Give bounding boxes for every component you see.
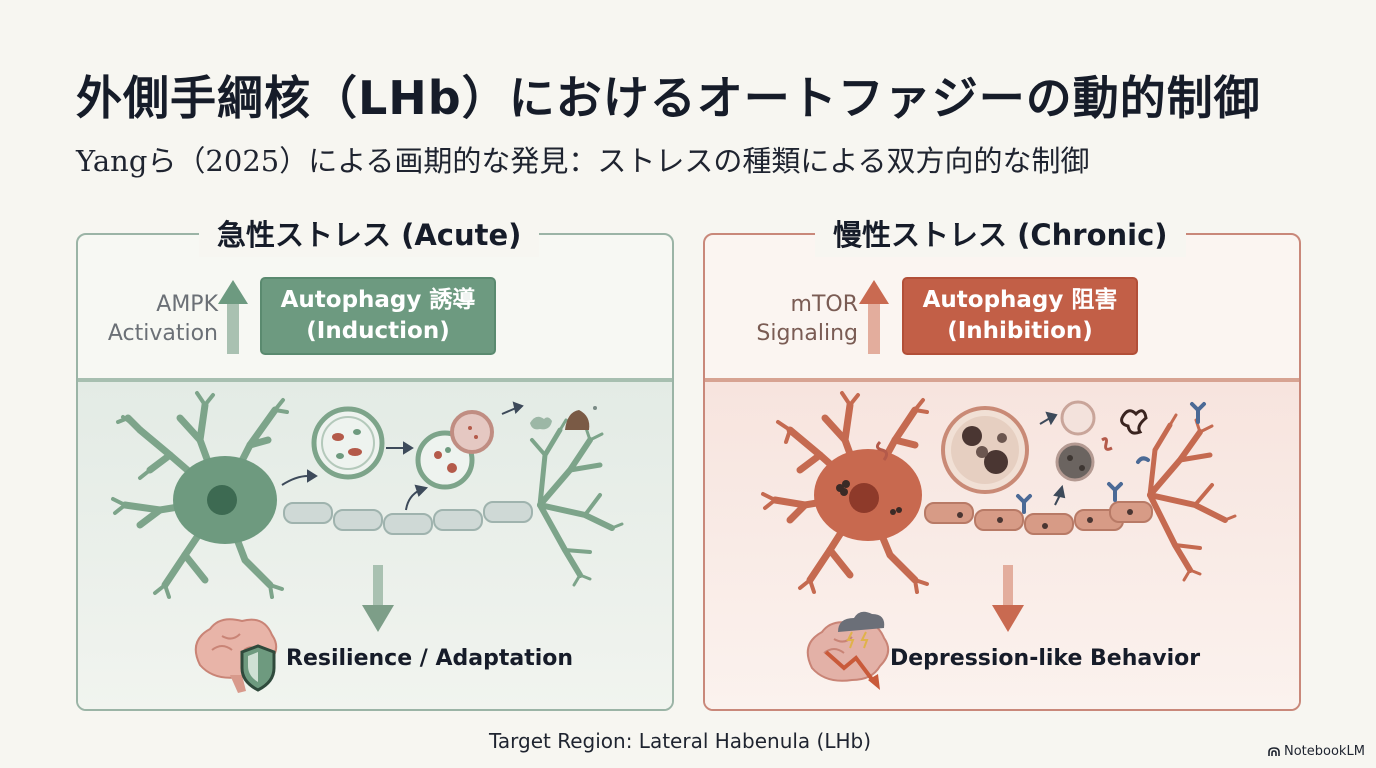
mtor-label-line1: mTOR (790, 292, 858, 317)
acute-up-arrow-icon (218, 280, 248, 354)
autophagosome-icon (311, 406, 385, 480)
misfolded-protein-icon (1120, 409, 1148, 435)
acute-axon-icon (283, 501, 533, 535)
autophagy-induction-box: Autophagy 誘導 (Induction) (260, 277, 496, 355)
autolysosome-icon (415, 410, 494, 490)
chronic-vesicles-icon (1055, 400, 1096, 482)
misfolded-strands-icon (875, 437, 1113, 461)
notebooklm-logo-icon (1268, 746, 1280, 756)
protein-aggregate-icon (836, 480, 902, 515)
brand-mark: NotebookLM (1268, 744, 1365, 759)
chronic-axon-icon (924, 501, 1153, 535)
mtor-label: mTOR Signaling (740, 290, 858, 348)
acute-heading: 急性ストレス (Acute) (199, 213, 540, 257)
receptor-icons (1016, 402, 1206, 514)
acute-down-arrow-icon (362, 565, 394, 632)
degraded-debris-icon (530, 406, 597, 430)
ampk-label-line2: Activation (107, 321, 218, 346)
chronic-nucleus-icon (849, 483, 879, 513)
chronic-down-arrow-icon (992, 565, 1024, 632)
acute-neuron-icon (111, 391, 624, 599)
ampk-label: AMPK Activation (96, 290, 218, 348)
acute-panel (76, 233, 674, 711)
acute-pathway-arrows (281, 401, 524, 511)
acute-nucleus-icon (207, 485, 237, 515)
inhibition-line2: (Inhibition) (947, 318, 1093, 344)
chronic-outcome: Depression-like Behavior (890, 646, 1201, 671)
inhibition-line1: Autophagy 阻害 (922, 287, 1118, 313)
mtor-label-line2: Signaling (756, 321, 858, 346)
brain-shield-icon (194, 618, 278, 693)
induction-line1: Autophagy 誘導 (280, 287, 476, 313)
brand-name: NotebookLM (1284, 744, 1365, 759)
acute-outcome: Resilience / Adaptation (286, 646, 574, 671)
autophagy-inhibition-box: Autophagy 阻害 (Inhibition) (902, 277, 1138, 355)
brain-storm-icon (806, 611, 890, 690)
chronic-up-arrow-icon (859, 280, 889, 354)
chronic-pathway-arrows (1039, 411, 1066, 506)
chronic-heading: 慢性ストレス (Chronic) (815, 213, 1186, 257)
page-subtitle: Yangら（2025）による画期的な発見：ストレスの種類による双方向的な制御 (76, 144, 1090, 178)
ampk-label-line1: AMPK (156, 292, 218, 317)
induction-line2: (Induction) (306, 318, 450, 344)
page-title: 外側手綱核（LHb）におけるオートファジーの動的制御 (76, 71, 1261, 125)
stalled-lysosome-icon (941, 406, 1029, 494)
target-region-caption: Target Region: Lateral Habenula (LHb) (489, 729, 872, 753)
axon-aggregate-icon (957, 509, 1133, 529)
